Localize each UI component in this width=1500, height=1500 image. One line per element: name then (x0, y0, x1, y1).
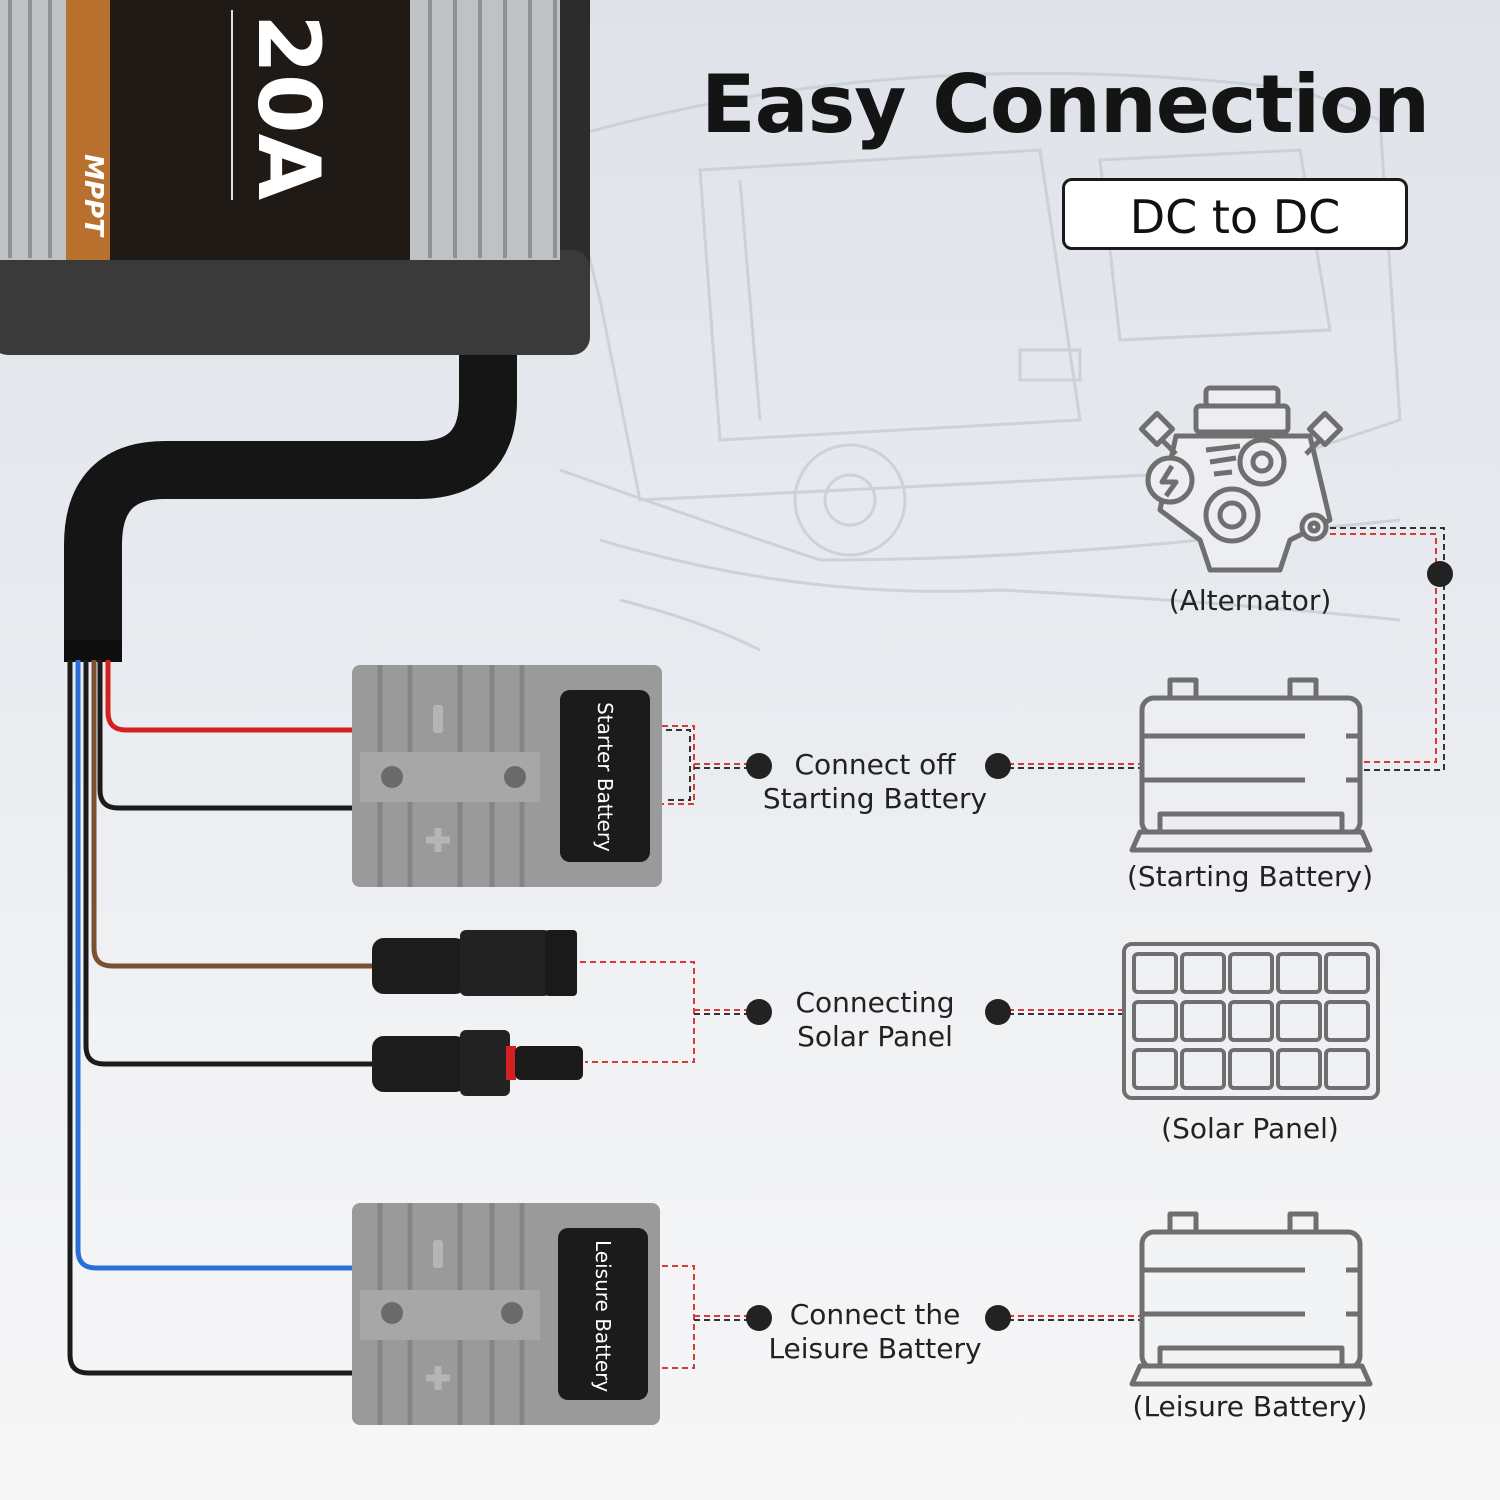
mc4-connector-top (372, 930, 577, 996)
leisure-plug-label: Leisure Battery (591, 1240, 615, 1393)
device-rating-label: 20A (238, 14, 338, 201)
mode-badge: DC to DC (1062, 178, 1408, 250)
caption-solar: Connecting Solar Panel (795, 986, 955, 1053)
connection-dots (746, 561, 1453, 1331)
caption-starting: Connect off Starting Battery (762, 748, 988, 815)
wires (67, 660, 375, 1376)
wire-blue (75, 660, 355, 1271)
starter-plug-label: Starter Battery (593, 702, 617, 852)
charger-device (0, 0, 590, 355)
wire-black-solar (83, 660, 375, 1067)
main-cable (64, 355, 517, 662)
alternator-icon (1138, 385, 1344, 573)
heatsink-fins (8, 0, 557, 258)
leisure-anderson-plug (352, 1203, 660, 1425)
starting-battery-label: (Starting Battery) (1126, 860, 1374, 893)
starting-battery-icon (1129, 677, 1373, 853)
alternator-label: (Alternator) (1168, 584, 1332, 617)
caption-leisure: Connect the Leisure Battery (768, 1298, 982, 1365)
wire-black-starter (97, 660, 355, 811)
starter-anderson-plug (352, 665, 662, 887)
rv-sketch-background (558, 71, 1402, 652)
leisure-battery-icon (1129, 1211, 1373, 1387)
wire-red (105, 660, 355, 733)
device-mode-label: MPPT (78, 154, 108, 236)
solar-panel-label: (Solar Panel) (1161, 1112, 1339, 1145)
leisure-battery-label: (Leisure Battery) (1132, 1390, 1368, 1423)
wire-brown (91, 660, 375, 969)
page-title: Easy Connection (700, 58, 1430, 151)
mc4-connector-bottom (372, 1030, 583, 1096)
solar-panel-icon (1122, 942, 1380, 1100)
wire-black-leisure (67, 660, 355, 1376)
